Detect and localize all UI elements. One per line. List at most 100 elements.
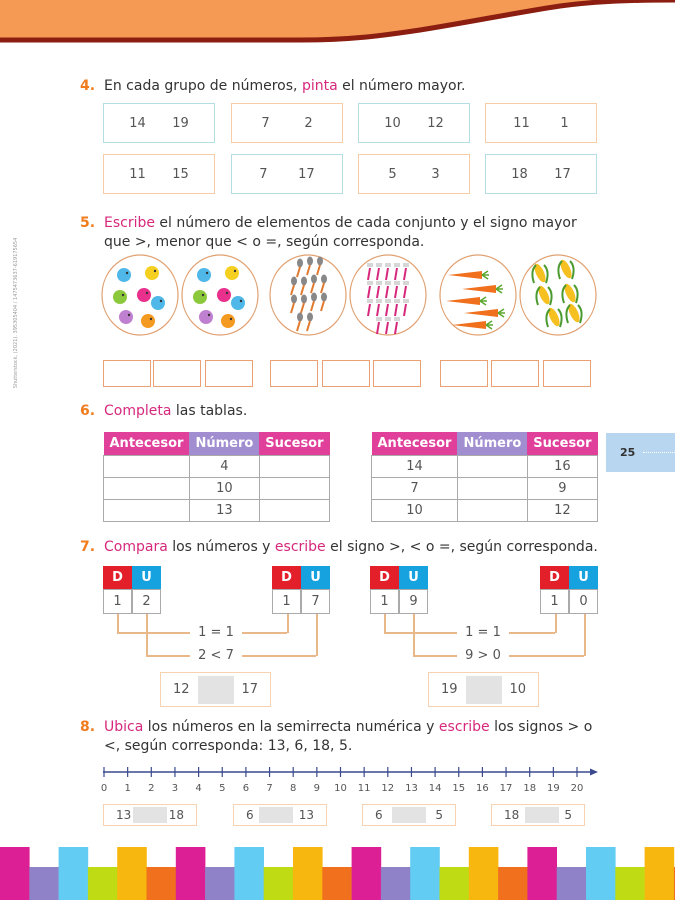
number-option[interactable]: 1 xyxy=(560,115,569,131)
number-option[interactable]: 5 xyxy=(388,166,397,182)
tick-label: 9 xyxy=(314,783,320,794)
shovel-icon xyxy=(296,312,303,332)
connector-line xyxy=(384,614,386,633)
connector-line xyxy=(146,655,190,657)
page-number-tab: 25 xyxy=(606,433,675,472)
shovel-icon xyxy=(320,292,327,312)
number-option[interactable]: 3 xyxy=(431,166,440,182)
number-option[interactable]: 11 xyxy=(129,166,146,182)
digit-comparison: 2 < 7 xyxy=(198,648,234,663)
connector-line xyxy=(384,632,457,634)
fork-icon xyxy=(394,299,400,317)
sign-blank[interactable] xyxy=(197,675,234,704)
sign-blank[interactable] xyxy=(524,807,559,823)
number-option[interactable]: 7 xyxy=(259,166,268,182)
connector-line xyxy=(117,614,119,633)
shovel-icon xyxy=(290,276,297,296)
tens-digit: 1 xyxy=(103,589,132,614)
sign-blank[interactable] xyxy=(259,807,294,823)
number-option[interactable]: 11 xyxy=(513,115,530,131)
set-ellipse xyxy=(269,254,347,336)
number-option[interactable]: 17 xyxy=(554,166,571,182)
column-header: Número xyxy=(457,432,528,455)
table-cell[interactable] xyxy=(258,476,331,500)
fork-icon xyxy=(394,263,400,281)
answer-box[interactable] xyxy=(103,360,151,387)
number-option[interactable]: 14 xyxy=(129,115,146,131)
table-cell[interactable] xyxy=(456,498,528,522)
number-option[interactable]: 19 xyxy=(172,115,189,131)
answer-box[interactable] xyxy=(322,360,370,387)
carrot-icon xyxy=(462,284,503,294)
sign-blank[interactable] xyxy=(465,675,502,704)
answer-box[interactable] xyxy=(205,360,253,387)
stripe-block xyxy=(87,867,118,900)
number-option[interactable]: 7 xyxy=(261,115,270,131)
set-ellipse xyxy=(181,254,259,336)
stripe-block xyxy=(117,847,147,900)
number-option[interactable]: 10 xyxy=(384,115,401,131)
set-ellipse xyxy=(519,254,597,336)
connector-line xyxy=(287,614,289,633)
tick-label: 19 xyxy=(547,783,560,794)
connector-line xyxy=(117,632,190,634)
number-option[interactable]: 12 xyxy=(427,115,444,131)
table-cell[interactable] xyxy=(456,476,528,500)
tens-header: D xyxy=(103,566,132,589)
set-ellipse xyxy=(349,254,427,336)
number-option[interactable]: 17 xyxy=(298,166,315,182)
table-cell[interactable] xyxy=(258,498,331,522)
table-cell: 10 xyxy=(188,476,260,500)
stripe-block xyxy=(58,847,89,900)
corn-icon xyxy=(535,285,553,306)
table-cell[interactable] xyxy=(103,454,190,478)
answer-box[interactable] xyxy=(543,360,591,387)
stripe-block xyxy=(586,847,616,900)
table-cell[interactable] xyxy=(103,476,190,500)
number-option[interactable]: 18 xyxy=(511,166,528,182)
number-option[interactable]: 15 xyxy=(172,166,189,182)
bird-icon xyxy=(225,266,239,280)
stripe-block xyxy=(263,867,294,900)
tick-label: 15 xyxy=(452,783,465,794)
corn-icon xyxy=(545,307,563,328)
shovel-icon xyxy=(296,258,303,278)
digit-comparison: 9 > 0 xyxy=(465,648,501,663)
column-header: Antecesor xyxy=(371,432,458,455)
fork-icon xyxy=(367,281,373,299)
units-header: U xyxy=(301,566,330,589)
shovel-icon xyxy=(306,256,313,276)
answer-box[interactable] xyxy=(373,360,421,387)
sign-blank[interactable] xyxy=(392,807,426,823)
carrot-icon xyxy=(446,296,487,306)
answer-box[interactable] xyxy=(440,360,488,387)
bird-icon xyxy=(113,290,127,304)
answer-box[interactable] xyxy=(491,360,539,387)
bird-icon xyxy=(217,288,231,302)
set-ellipse xyxy=(439,254,517,336)
table-cell: 7 xyxy=(371,476,458,500)
stripe-block xyxy=(556,867,587,900)
answer-box[interactable] xyxy=(270,360,318,387)
tick-label: 8 xyxy=(290,783,296,794)
bird-icon xyxy=(137,288,151,302)
connector-line xyxy=(242,632,287,634)
stripe-block xyxy=(498,867,528,900)
answer-box[interactable] xyxy=(153,360,201,387)
table-cell[interactable] xyxy=(258,454,331,478)
number-option[interactable]: 2 xyxy=(304,115,313,131)
stripe-block xyxy=(0,847,30,900)
sign-blank[interactable] xyxy=(133,807,167,823)
carrot-icon xyxy=(448,270,489,280)
table-cell[interactable] xyxy=(456,454,528,478)
table-cell[interactable] xyxy=(103,498,190,522)
stripe-block xyxy=(146,867,177,900)
stripe-block xyxy=(205,867,235,900)
